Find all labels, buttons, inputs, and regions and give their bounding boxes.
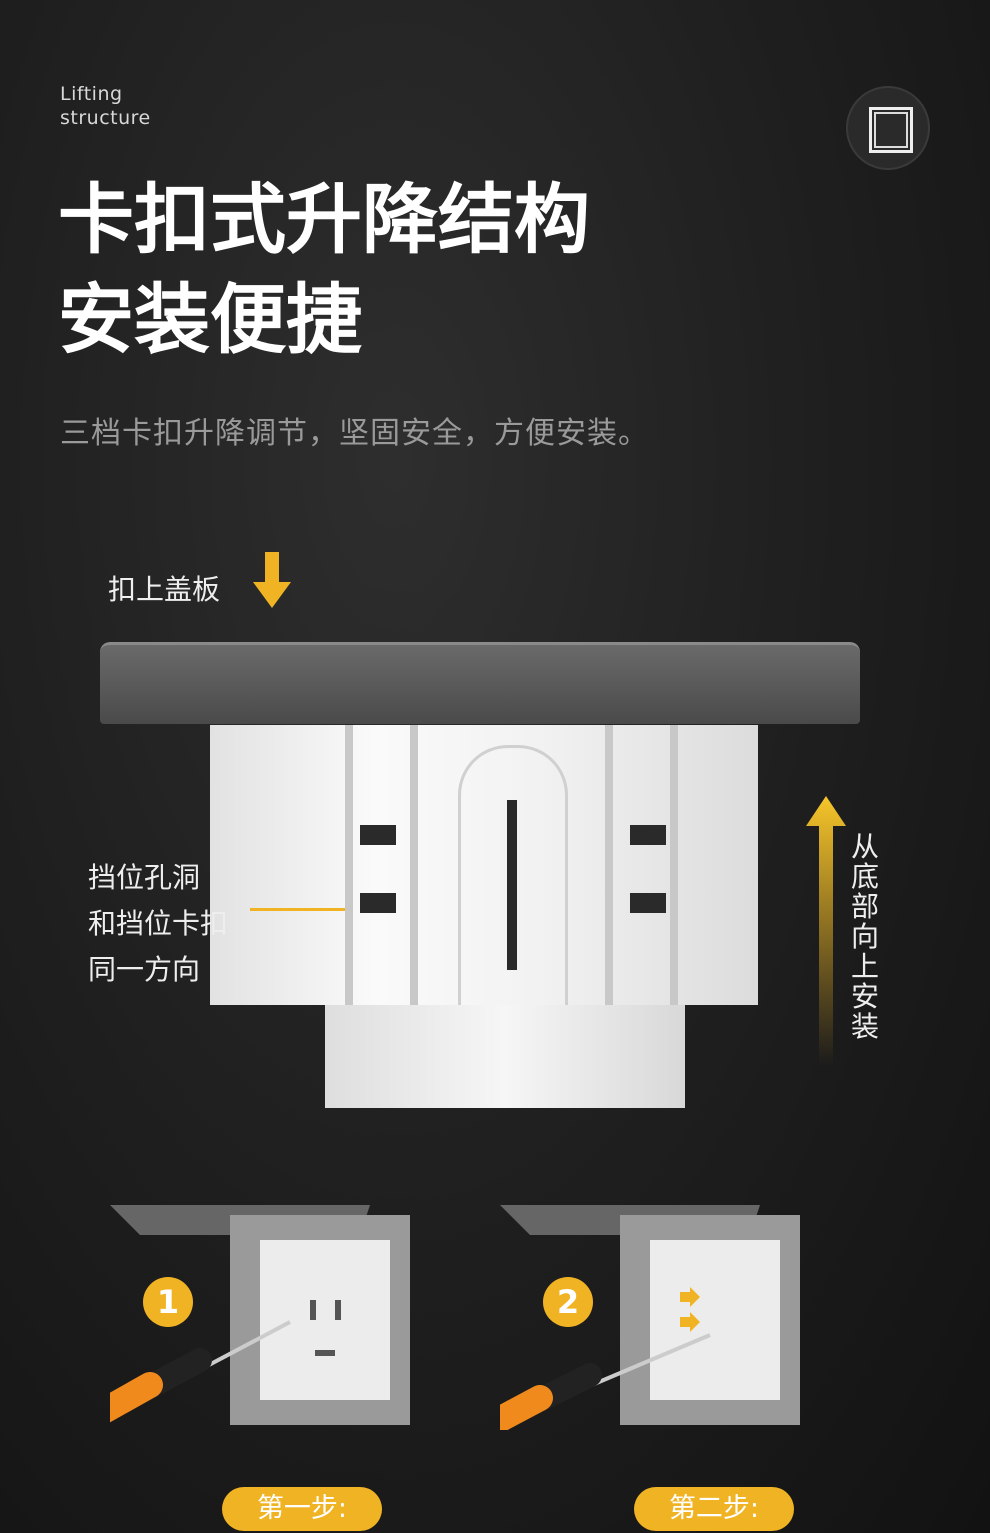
side-label-line: 和挡位卡扣	[88, 907, 229, 940]
step-2-badge: 2	[543, 1277, 593, 1327]
socket-body	[210, 725, 758, 1005]
arrow-up-icon	[806, 796, 846, 1066]
arrow-down-icon	[253, 552, 291, 608]
side-label: 挡位孔洞 和挡位卡扣 同一方向	[88, 855, 228, 993]
socket-step-2-illustration	[500, 1205, 800, 1430]
subtitle: 三档卡扣升降调节，坚固安全，方便安装。	[60, 416, 649, 451]
step-1-badge: 1	[143, 1277, 193, 1327]
title-line-2: 安装便捷	[58, 275, 362, 364]
side-label-line: 同一方向	[88, 953, 201, 986]
side-label-line: 挡位孔洞	[88, 861, 201, 894]
caption-line: structure	[60, 107, 151, 129]
step-2-label: 第二步:	[634, 1487, 794, 1531]
vertical-label: 从底部向上安装	[850, 830, 879, 1043]
caption-line: Lifting	[60, 83, 123, 105]
socket-frame-icon	[846, 86, 930, 170]
socket-step-1-illustration	[110, 1205, 410, 1425]
step-1-label: 第一步:	[222, 1487, 382, 1531]
socket-base	[325, 1005, 685, 1108]
cover-plate	[100, 642, 860, 724]
leader-line	[250, 908, 345, 911]
title-line-1: 卡扣式升降结构	[58, 175, 590, 264]
cover-label: 扣上盖板	[108, 573, 221, 606]
